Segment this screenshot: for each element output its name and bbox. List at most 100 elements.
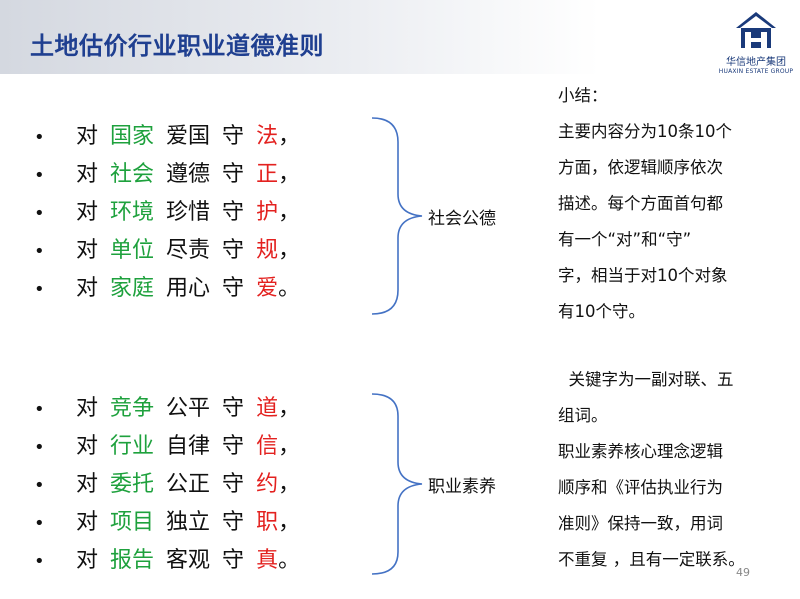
action-word: 珍惜 xyxy=(166,200,211,225)
punctuation: 。 xyxy=(278,548,301,573)
word-dui: 对 xyxy=(76,510,99,535)
list-item: •对单位尽责守规， xyxy=(34,232,300,270)
word-dui: 对 xyxy=(76,548,99,573)
list-item: • 对国家爱国守法， xyxy=(34,118,300,156)
bullet-icon: • xyxy=(34,127,45,148)
action-word: 独立 xyxy=(166,510,211,535)
page-number: 49 xyxy=(736,566,750,579)
house-logo-icon xyxy=(736,12,776,48)
word-dui: 对 xyxy=(76,276,99,301)
bullet-icon: • xyxy=(34,165,45,186)
key-word: 护 xyxy=(256,200,279,225)
note-line: 顺序和《评估执业行为 xyxy=(558,478,723,497)
key-word: 规 xyxy=(256,238,279,263)
summary-block: 小结： 主要内容分为10条10个 方面，依逻辑顺序依次 描述。每个方面首句都 有… xyxy=(558,78,790,330)
professional-quality-list: •对竞争公平守道， •对行业自律守信， •对委托公正守约， •对项目独立守职， … xyxy=(34,390,300,580)
list-item: • 对竞争公平守道， xyxy=(34,390,300,428)
key-word: 真 xyxy=(256,548,279,573)
object-word: 环境 xyxy=(110,200,155,225)
word-shou: 守 xyxy=(222,396,245,421)
note-block: 关键字为一副对联、五 组词。 职业素养核心理念逻辑 顺序和《评估执业行为 准则》… xyxy=(558,362,790,578)
action-word: 爱国 xyxy=(166,124,211,149)
note-line: 准则》保持一致，用词 xyxy=(558,514,723,533)
word-shou: 守 xyxy=(222,124,245,149)
punctuation: ， xyxy=(278,396,301,421)
word-shou: 守 xyxy=(222,200,245,225)
note-line: 关键字为一副对联、五 xyxy=(558,370,734,389)
word-dui: 对 xyxy=(76,434,99,459)
object-word: 报告 xyxy=(110,548,155,573)
word-shou: 守 xyxy=(222,510,245,535)
object-word: 竞争 xyxy=(110,396,155,421)
word-shou: 守 xyxy=(222,238,245,263)
punctuation: ， xyxy=(278,434,301,459)
punctuation: ， xyxy=(278,472,301,497)
bullet-icon: • xyxy=(34,437,45,458)
object-word: 委托 xyxy=(110,472,155,497)
action-word: 用心 xyxy=(166,276,211,301)
word-shou: 守 xyxy=(222,276,245,301)
action-word: 客观 xyxy=(166,548,211,573)
bullet-icon: • xyxy=(34,399,45,420)
key-word: 信 xyxy=(256,434,279,459)
summary-line: 字，相当于对10个对象 xyxy=(558,266,728,285)
note-line: 职业素养核心理念逻辑 xyxy=(558,442,723,461)
word-dui: 对 xyxy=(76,124,99,149)
punctuation: ， xyxy=(278,124,301,149)
action-word: 公平 xyxy=(166,396,211,421)
key-word: 约 xyxy=(256,472,279,497)
summary-line: 有一个“对”和“守” xyxy=(558,230,692,249)
note-line: 不重复 ，且有一定联系。 xyxy=(558,550,745,569)
word-shou: 守 xyxy=(222,548,245,573)
summary-line: 方面，依逻辑顺序依次 xyxy=(558,158,723,177)
bullet-icon: • xyxy=(34,279,45,300)
company-logo: 华信地产集团 HUAXIN ESTATE GROUP xyxy=(716,10,796,75)
key-word: 正 xyxy=(256,162,279,187)
logo-chinese-name: 华信地产集团 xyxy=(726,57,786,68)
punctuation: 。 xyxy=(278,276,301,301)
list-item: •对项目独立守职， xyxy=(34,504,300,542)
object-word: 家庭 xyxy=(110,276,155,301)
brace-label-social-ethics: 社会公德 xyxy=(428,209,496,229)
summary-line: 主要内容分为10条10个 xyxy=(558,122,732,141)
action-word: 公正 xyxy=(166,472,211,497)
object-word: 社会 xyxy=(110,162,155,187)
action-word: 遵德 xyxy=(166,162,211,187)
punctuation: ， xyxy=(278,238,301,263)
bullet-icon: • xyxy=(34,203,45,224)
key-word: 爱 xyxy=(256,276,279,301)
list-item: • 对家庭用心守爱。 xyxy=(34,270,300,308)
summary-title: 小结： xyxy=(558,86,608,105)
social-ethics-list: •对国家爱国守法， •对社会遵德守正， •对环境珍惜守护， •对单位尽责守规， … xyxy=(34,118,300,308)
bullet-icon: • xyxy=(34,551,45,572)
list-item: •对环境珍惜守护， xyxy=(34,194,300,232)
object-word: 单位 xyxy=(110,238,155,263)
word-dui: 对 xyxy=(76,162,99,187)
summary-line: 描述。每个方面首句都 xyxy=(558,194,723,213)
key-word: 道 xyxy=(256,396,279,421)
punctuation: ， xyxy=(278,200,301,225)
list-item: • 对社会遵德守正， xyxy=(34,156,300,194)
word-dui: 对 xyxy=(76,238,99,263)
note-line: 组词。 xyxy=(558,406,608,425)
word-dui: 对 xyxy=(76,396,99,421)
bullet-icon: • xyxy=(34,513,45,534)
punctuation: ， xyxy=(278,510,301,535)
list-item: •对行业自律守信， xyxy=(34,428,300,466)
header-bar: 土地估价行业职业道德准则 华信地产集团 HUAXIN ESTATE GROUP xyxy=(0,0,800,75)
logo-english-name: HUAXIN ESTATE GROUP xyxy=(718,68,794,75)
right-brace-icon xyxy=(371,117,423,315)
action-word: 自律 xyxy=(166,434,211,459)
bullet-icon: • xyxy=(34,475,45,496)
object-word: 国家 xyxy=(110,124,155,149)
brace-label-professional-quality: 职业素养 xyxy=(428,477,496,497)
right-brace-icon xyxy=(371,393,423,575)
word-dui: 对 xyxy=(76,472,99,497)
bullet-icon: • xyxy=(34,241,45,262)
key-word: 职 xyxy=(256,510,279,535)
word-shou: 守 xyxy=(222,162,245,187)
word-shou: 守 xyxy=(222,434,245,459)
list-item: •对委托公正守约， xyxy=(34,466,300,504)
key-word: 法 xyxy=(256,124,279,149)
punctuation: ， xyxy=(278,162,301,187)
